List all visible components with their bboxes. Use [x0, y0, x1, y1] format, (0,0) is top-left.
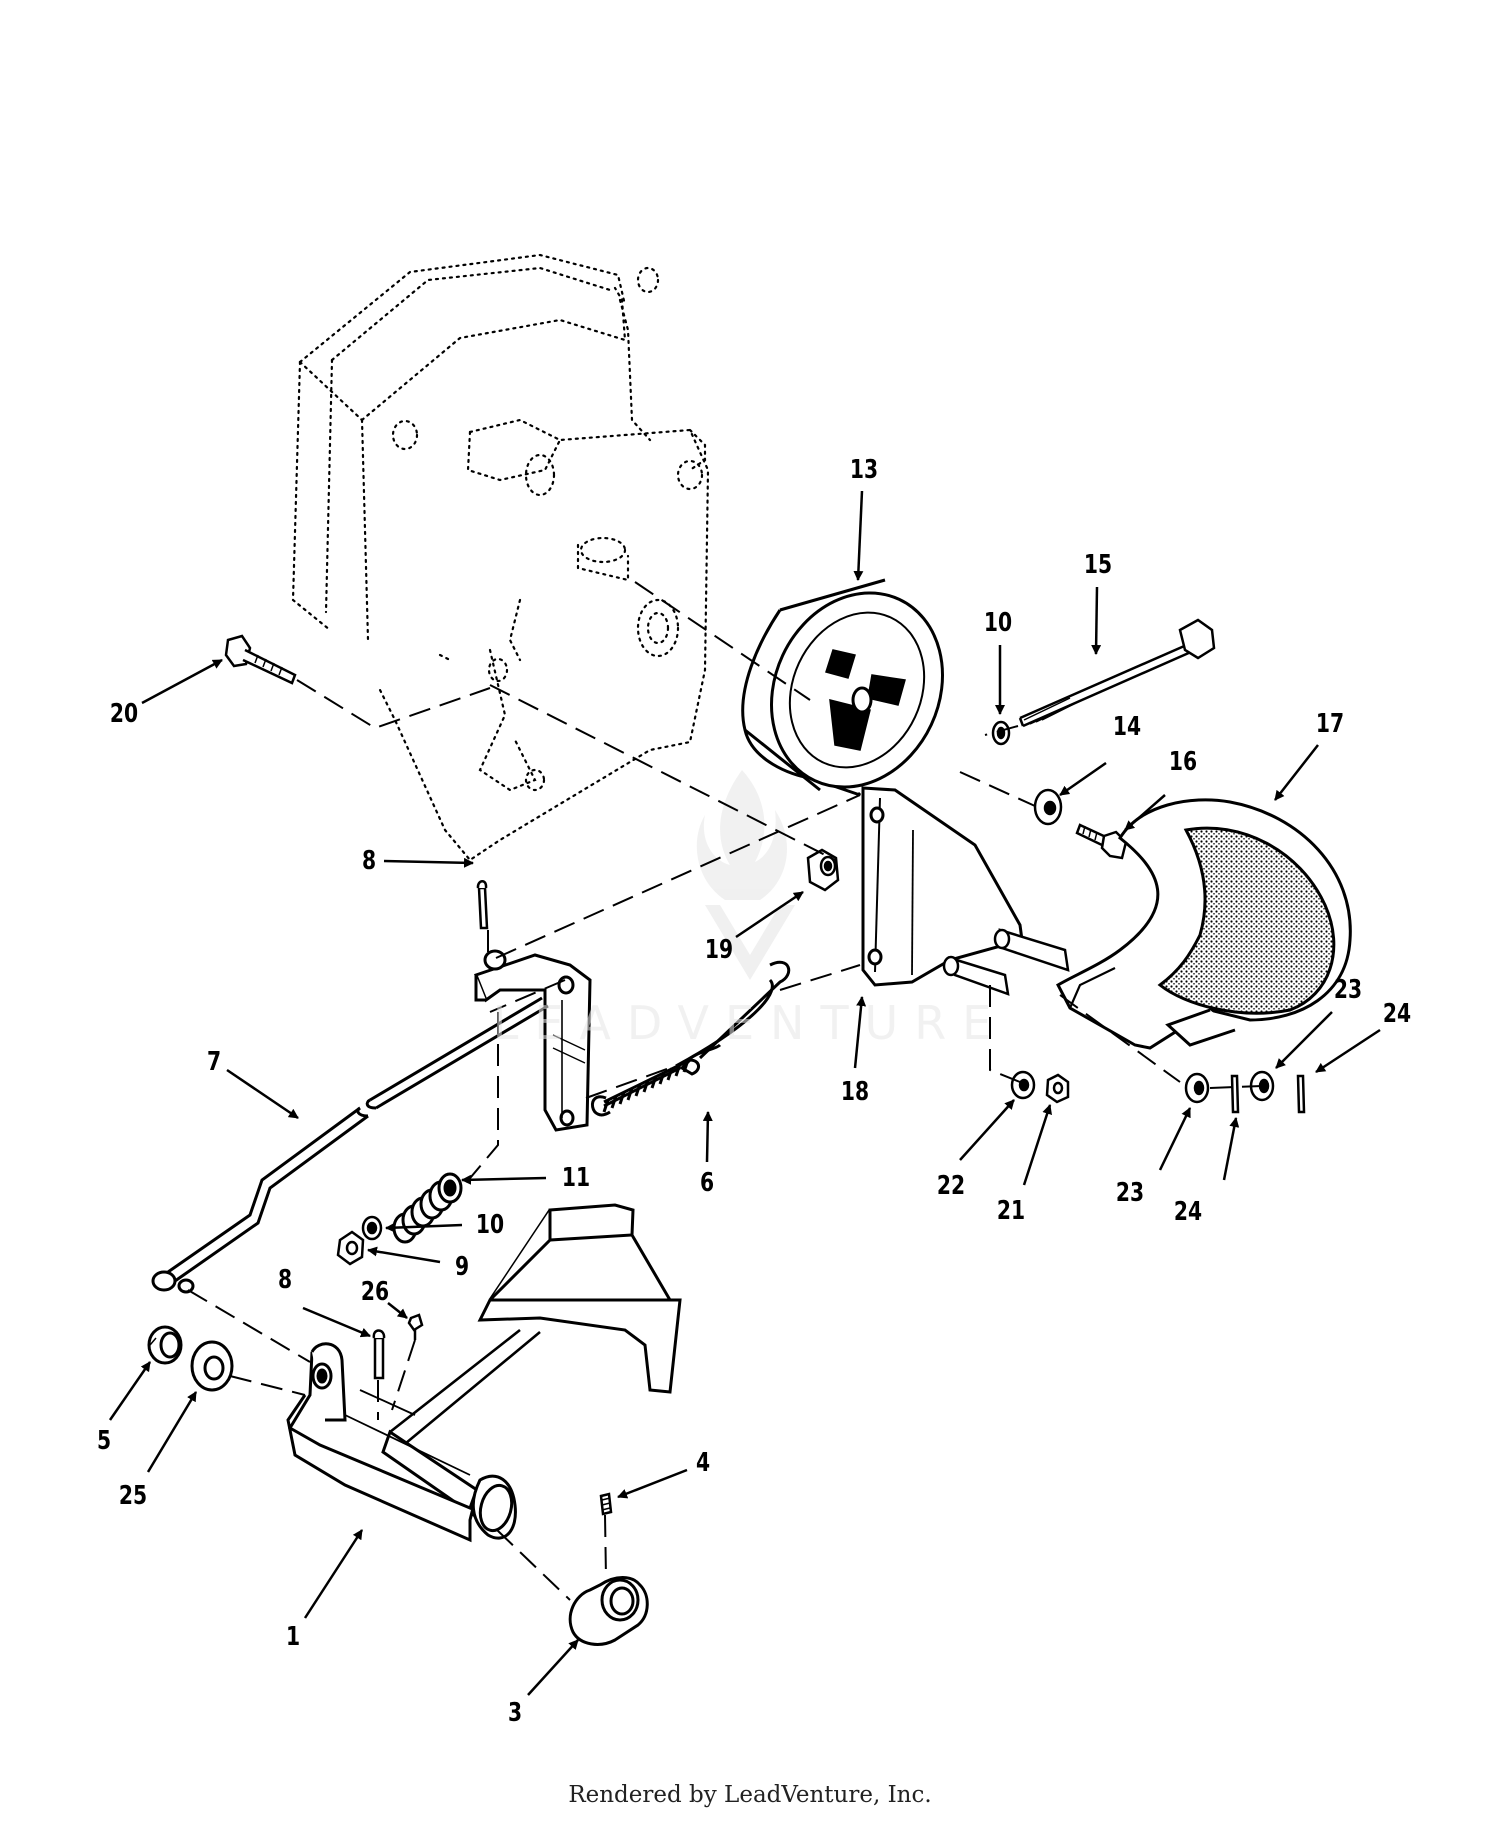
- arrow-15: [1091, 586, 1102, 655]
- set-screw-4: [599, 1492, 613, 1516]
- bracket-pins: [942, 928, 1070, 996]
- arrow-23-top: [1275, 1011, 1333, 1069]
- mounting-bracket: [861, 786, 1024, 987]
- watermark-logo: [696, 770, 795, 980]
- engine-phantom: [291, 253, 710, 862]
- callout-19: 19: [704, 935, 734, 965]
- arrow-18: [853, 996, 867, 1069]
- callout-18: 18: [840, 1077, 870, 1107]
- arrow-24-top: [1315, 1028, 1381, 1074]
- washer-10-lower: [361, 1215, 383, 1241]
- washer-14: [1033, 788, 1063, 826]
- callout-1: 1: [285, 1622, 301, 1652]
- arrow-8-lower: [302, 1306, 371, 1338]
- washer-25: [190, 1340, 234, 1392]
- arrow-23-lower: [1158, 1107, 1192, 1171]
- callout-23-top: 23: [1333, 975, 1363, 1005]
- arrow-4: [617, 1468, 688, 1499]
- arrow-17: [1274, 744, 1319, 801]
- nut-19: [806, 848, 840, 892]
- callout-5: 5: [96, 1426, 112, 1456]
- long-bolt: [1018, 618, 1216, 728]
- callout-23-lower: 23: [1115, 1178, 1145, 1208]
- callout-13: 13: [849, 455, 879, 485]
- nut-9: [336, 1230, 365, 1266]
- control-rod: [151, 996, 549, 1294]
- arrow-22: [959, 1099, 1015, 1161]
- brake-band: [1056, 798, 1352, 1050]
- callout-6: 6: [699, 1168, 715, 1198]
- callout-4: 4: [695, 1448, 711, 1478]
- callout-14: 14: [1112, 712, 1142, 742]
- arrow-5: [108, 1361, 152, 1421]
- cotter-pin-8-top: [476, 880, 489, 930]
- callout-7: 7: [206, 1047, 222, 1077]
- arrow-24-lower: [1222, 1117, 1240, 1181]
- arrow-6: [702, 1111, 713, 1163]
- bolt-20: [224, 634, 297, 685]
- washer-10-top: [991, 720, 1011, 746]
- cotter-pin-24-left: [1230, 1074, 1240, 1114]
- assembly-lines: [187, 581, 1263, 1601]
- arrow-11: [461, 1174, 547, 1185]
- callout-16: 16: [1168, 747, 1198, 777]
- compression-spring: [392, 1172, 463, 1244]
- arrow-9: [367, 1246, 441, 1264]
- arrow-25: [146, 1391, 198, 1473]
- arrow-7: [226, 1068, 299, 1120]
- arrow-1: [303, 1529, 364, 1619]
- callout-26: 26: [360, 1277, 390, 1307]
- drive-pulley: [741, 578, 944, 797]
- cotter-pin-24-right: [1296, 1074, 1306, 1114]
- callout-20: 20: [109, 699, 139, 729]
- callout-10-top: 10: [983, 608, 1013, 638]
- callout-arrows: [108, 490, 1381, 1696]
- arrow-26: [387, 1302, 408, 1319]
- arrow-21: [1022, 1104, 1052, 1186]
- bushing-5: [147, 1325, 183, 1365]
- arrow-19: [735, 890, 804, 939]
- brake-lever-arm: [474, 949, 592, 1132]
- extension-spring: [591, 960, 791, 1117]
- callout-3: 3: [507, 1698, 523, 1728]
- arrow-10-lower: [385, 1222, 463, 1233]
- short-bolt-16: [1075, 823, 1128, 860]
- callout-24-top: 24: [1382, 999, 1412, 1029]
- washer-23-left: [1184, 1072, 1210, 1104]
- callout-22: 22: [936, 1171, 966, 1201]
- cotter-pin-8-lower: [372, 1329, 386, 1380]
- callout-8-top: 8: [361, 846, 377, 876]
- washer-22: [1010, 1070, 1036, 1100]
- callout-11: 11: [561, 1163, 591, 1193]
- shaft-collar-3: [568, 1576, 649, 1646]
- arrow-3: [527, 1639, 579, 1696]
- watermark-text: LEADVENTURE: [492, 996, 1008, 1050]
- callout-24-lower: 24: [1173, 1197, 1203, 1227]
- callout-21: 21: [996, 1196, 1026, 1226]
- callout-25: 25: [118, 1481, 148, 1511]
- callout-10-lower: 10: [475, 1210, 505, 1240]
- arrow-13: [853, 490, 864, 581]
- callout-15: 15: [1083, 550, 1113, 580]
- brake-pedal-lever: [286, 1203, 682, 1543]
- arrow-8-top: [383, 857, 474, 868]
- grease-fitting-26: [407, 1313, 424, 1340]
- arrow-14: [1059, 761, 1107, 797]
- arrow-16: [1124, 794, 1166, 831]
- callout-8-lower: 8: [277, 1265, 293, 1295]
- nut-21: [1045, 1073, 1070, 1104]
- footer-credit: Rendered by LeadVenture, Inc.: [568, 1782, 932, 1808]
- callout-17: 17: [1315, 709, 1345, 739]
- callout-9: 9: [454, 1252, 470, 1282]
- arrow-20: [141, 658, 223, 705]
